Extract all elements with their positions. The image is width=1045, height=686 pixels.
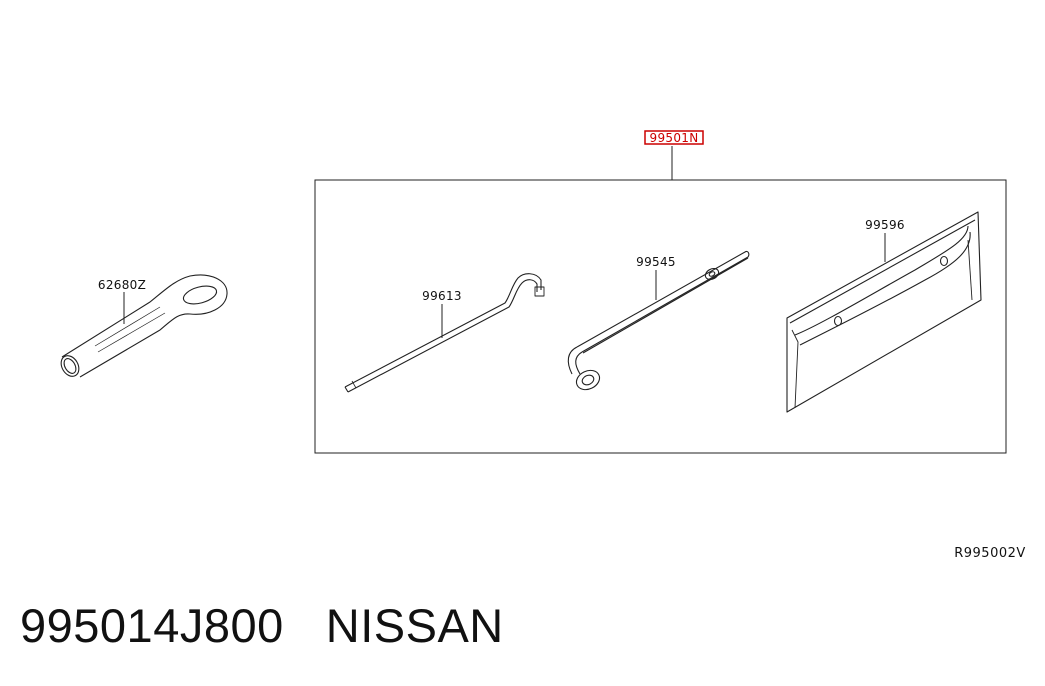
jack-rod[interactable]: 99613 <box>344 273 545 393</box>
jack-rod-drawing <box>344 273 545 393</box>
lug-wrench[interactable]: 99545 <box>567 250 750 393</box>
tool-bag-callout: 99596 <box>865 218 905 232</box>
part-number: 995014J800 <box>20 599 284 652</box>
lug-wrench-drawing <box>567 250 750 391</box>
tow-hook-drawing <box>60 274 228 378</box>
assembly-callout-label: 99501N <box>650 131 699 145</box>
part-caption: 995014J800 NISSAN <box>20 598 504 653</box>
assembly-callout-highlight <box>644 130 704 145</box>
tow-hook-callout: 62680Z <box>98 278 146 292</box>
diagram-reference-code: R995002V <box>954 546 1026 561</box>
tow-hook[interactable]: 62680Z <box>58 274 228 380</box>
lug-wrench-callout: 99545 <box>636 255 676 269</box>
brand-name: NISSAN <box>325 599 504 652</box>
tool-kit-frame <box>314 179 1007 454</box>
jack-rod-callout: 99613 <box>422 289 462 303</box>
assembly-callout[interactable]: 99501N <box>644 130 704 145</box>
tool-bag-drawing <box>786 211 982 413</box>
tool-bag[interactable]: 99596 <box>786 211 982 413</box>
